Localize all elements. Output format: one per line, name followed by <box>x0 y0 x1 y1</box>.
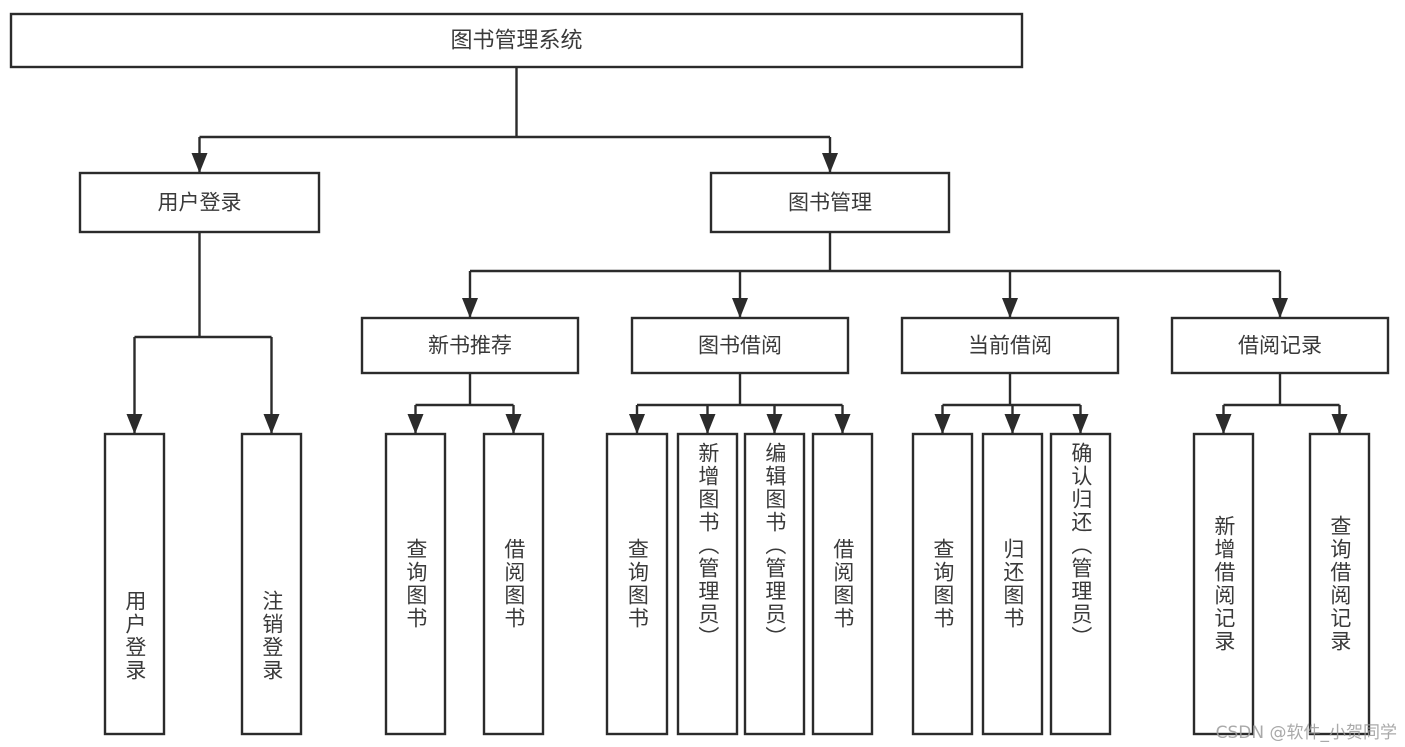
node-box-book-borrow[interactable] <box>630 316 850 375</box>
watermark-text: CSDN @软件_小贺同学 <box>1215 723 1397 743</box>
node-label-borrow-record: 借阅记录 <box>1238 334 1322 358</box>
node-box-borrow-record[interactable] <box>1170 316 1390 375</box>
node-box-leaf-borrow-book-rec[interactable] <box>482 432 545 736</box>
node-label-book-borrow: 图书借阅 <box>698 334 782 358</box>
arrow-head-leaf-logout <box>263 414 280 434</box>
node-box-leaf-borrow-book[interactable] <box>811 432 874 736</box>
node-box-root[interactable] <box>9 12 1024 69</box>
node-box-leaf-query-book-rec[interactable] <box>384 432 447 736</box>
node-box-book-manage[interactable] <box>709 171 951 234</box>
node-box-leaf-query-record[interactable] <box>1308 432 1371 736</box>
node-label-current-borrow: 当前借阅 <box>968 334 1052 358</box>
node-box-current-borrow[interactable] <box>900 316 1120 375</box>
node-box-leaf-edit-book[interactable] <box>743 432 806 736</box>
node-box-leaf-user-login[interactable] <box>103 432 166 736</box>
arrow-head-book-manage <box>822 153 838 173</box>
node-box-new-book-recommend[interactable] <box>360 316 580 375</box>
arrow-head-leaf-query-book-borrow <box>629 414 645 434</box>
node-box-leaf-logout[interactable] <box>240 432 303 736</box>
arrow-head-borrow-record <box>1272 298 1288 318</box>
connectors-layer <box>126 67 1348 434</box>
arrow-head-leaf-borrow-book-rec <box>505 414 522 434</box>
arrow-head-user-login <box>191 153 208 173</box>
arrow-head-book-borrow <box>732 298 748 318</box>
node-box-leaf-confirm-return[interactable] <box>1049 432 1112 736</box>
nodes-layer <box>9 12 1390 736</box>
node-box-leaf-query-book-borrow[interactable] <box>605 432 669 736</box>
node-box-leaf-add-record[interactable] <box>1192 432 1255 736</box>
arrow-head-leaf-user-login <box>126 414 143 434</box>
arrow-head-leaf-query-book-cur <box>934 414 951 434</box>
arrow-head-current-borrow <box>1002 298 1018 318</box>
node-box-leaf-return-book[interactable] <box>981 432 1044 736</box>
node-box-leaf-add-book[interactable] <box>676 432 739 736</box>
arrow-head-leaf-add-record <box>1215 414 1232 434</box>
arrow-head-leaf-query-book-rec <box>407 414 424 434</box>
arrow-head-leaf-borrow-book <box>834 414 851 434</box>
node-box-user-login[interactable] <box>78 171 321 234</box>
node-box-leaf-query-book-cur[interactable] <box>911 432 974 736</box>
arrow-head-leaf-query-record <box>1331 414 1348 434</box>
arrow-head-leaf-confirm-return <box>1072 414 1089 434</box>
arrow-head-new-book-recommend <box>462 298 478 318</box>
node-label-book-manage: 图书管理 <box>788 191 872 215</box>
node-label-root: 图书管理系统 <box>450 29 582 54</box>
arrow-head-leaf-return-book <box>1004 414 1021 434</box>
arrow-head-leaf-add-book <box>699 414 716 434</box>
node-label-new-book-recommend: 新书推荐 <box>428 334 512 358</box>
node-label-user-login: 用户登录 <box>158 191 242 215</box>
arrow-head-leaf-edit-book <box>766 414 783 434</box>
